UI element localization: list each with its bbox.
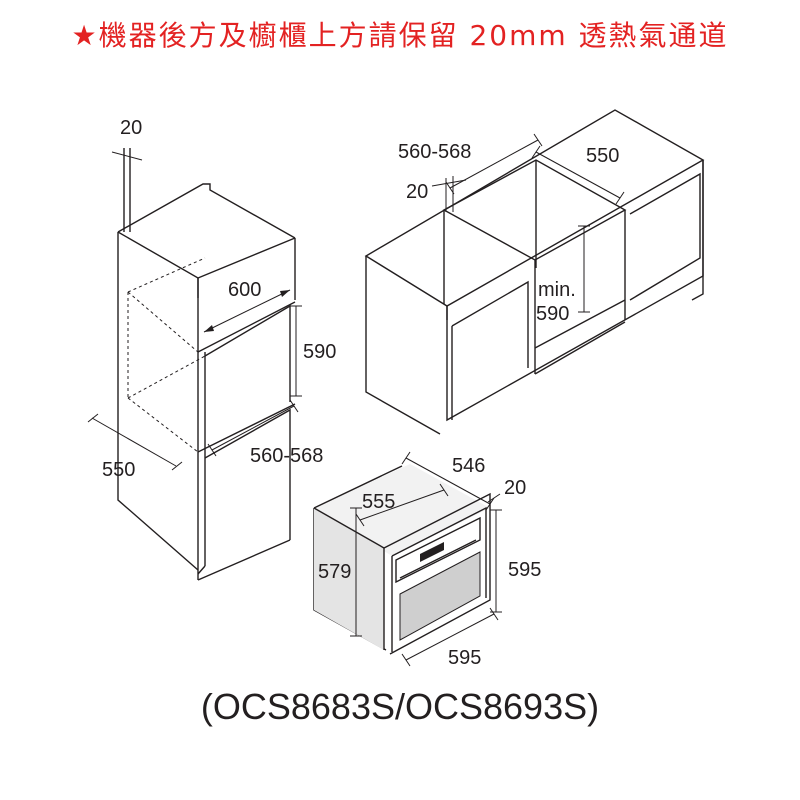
installation-note: ★機器後方及櫥櫃上方請保留 20mm 透熱氣通道 xyxy=(0,14,800,54)
base-depth-label: 550 xyxy=(586,145,619,167)
tall-height-label: 590 xyxy=(303,341,336,363)
installation-note-text: 機器後方及櫥櫃上方請保留 20mm 透熱氣通道 xyxy=(98,19,729,52)
oven-front-label: 20 xyxy=(504,477,526,499)
oven-body-height-label: 579 xyxy=(318,561,351,583)
tall-inner-width-label: 560-568 xyxy=(250,445,323,467)
base-min-value: 590 xyxy=(536,303,569,325)
star-icon: ★ xyxy=(71,19,99,52)
tall-top-gap-label: 20 xyxy=(120,117,142,139)
oven-depth-label: 546 xyxy=(452,455,485,477)
tall-width-label: 600 xyxy=(228,279,261,301)
oven-height-label: 595 xyxy=(508,559,541,581)
oven-width-label: 595 xyxy=(448,647,481,669)
oven: 579 595 555 546 20 595 xyxy=(313,451,541,669)
base-gap-label: 20 xyxy=(406,181,428,203)
tall-depth-label: 550 xyxy=(102,459,135,481)
base-cabinet: 560-568 550 20 min. 590 xyxy=(364,109,705,435)
base-min-label: min. xyxy=(538,279,576,301)
model-number: (OCS8683S/OCS8693S) xyxy=(200,686,600,727)
base-width-label: 560-568 xyxy=(398,141,471,163)
tall-cabinet: 20 600 xyxy=(87,117,336,581)
oven-body-width-label: 555 xyxy=(362,491,395,513)
